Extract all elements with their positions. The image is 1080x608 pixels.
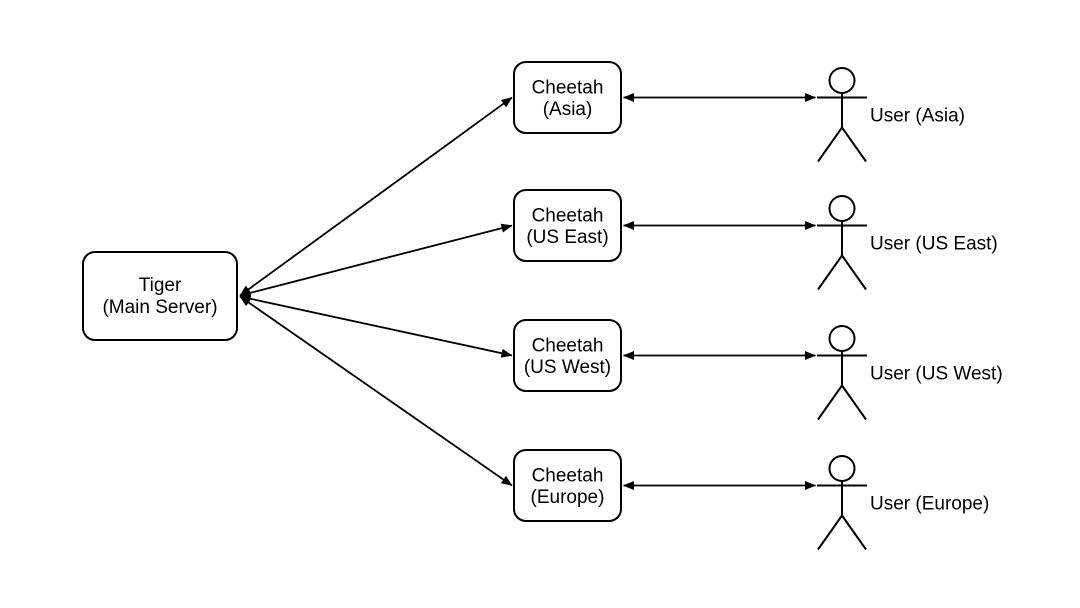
- cheetah-us-west-label-line2: (US West): [524, 357, 611, 378]
- user-us-west-label: User (US West): [870, 364, 1003, 385]
- stick-figure-left-leg: [817, 254, 843, 291]
- user-us-east-label: User (US East): [870, 234, 998, 255]
- node-cheetah-us-west: Cheetah (US West): [513, 319, 622, 392]
- node-cheetah-us-east: Cheetah (US East): [513, 189, 622, 262]
- cheetah-us-east-label-line1: Cheetah: [532, 206, 604, 227]
- cheetah-europe-box: [513, 449, 622, 522]
- node-cheetah-asia: Cheetah (Asia): [513, 61, 622, 134]
- stick-figure-head: [828, 195, 856, 222]
- stick-figure-right-leg: [841, 384, 867, 421]
- main-server-label-line1: Tiger: [139, 275, 182, 296]
- actor-user-asia: User (Asia): [817, 67, 965, 163]
- cheetah-us-east-box: [513, 189, 622, 262]
- node-cheetah-europe: Cheetah (Europe): [513, 449, 622, 522]
- actor-user-europe: User (Europe): [817, 455, 989, 551]
- cheetah-asia-box: [513, 61, 622, 134]
- edge-server-europe: [239, 295, 513, 487]
- actor-user-us-east: User (US East): [817, 195, 998, 291]
- stick-figure-left-leg: [817, 384, 843, 421]
- cheetah-asia-label-line2: (Asia): [543, 99, 593, 120]
- cheetah-asia-label-line1: Cheetah: [532, 78, 604, 99]
- stick-figure-left-leg: [817, 514, 843, 551]
- stick-figure-left-leg: [817, 126, 843, 163]
- main-server-box: [82, 251, 238, 341]
- edge-server-us-west: [239, 294, 513, 358]
- stick-figure-head: [828, 325, 856, 352]
- stick-figure-right-leg: [841, 514, 867, 551]
- edge-server-us-east: [239, 223, 513, 298]
- main-server-label-line2: (Main Server): [102, 297, 217, 318]
- stick-figure-head: [828, 455, 856, 482]
- cheetah-us-west-box: [513, 319, 622, 392]
- stick-figure-right-leg: [841, 254, 867, 291]
- actor-user-us-west: User (US West): [817, 325, 1003, 421]
- node-main-server: Tiger (Main Server): [82, 251, 238, 341]
- edge-server-asia: [239, 96, 513, 297]
- stick-figure-right-leg: [841, 126, 867, 163]
- cheetah-us-west-label-line1: Cheetah: [532, 336, 604, 357]
- cheetah-us-east-label-line2: (US East): [526, 227, 608, 248]
- user-asia-label: User (Asia): [870, 106, 965, 127]
- cheetah-europe-label-line2: (Europe): [531, 487, 605, 508]
- stick-figure-head: [828, 67, 856, 94]
- user-europe-label: User (Europe): [870, 494, 989, 515]
- cheetah-europe-label-line1: Cheetah: [532, 466, 604, 487]
